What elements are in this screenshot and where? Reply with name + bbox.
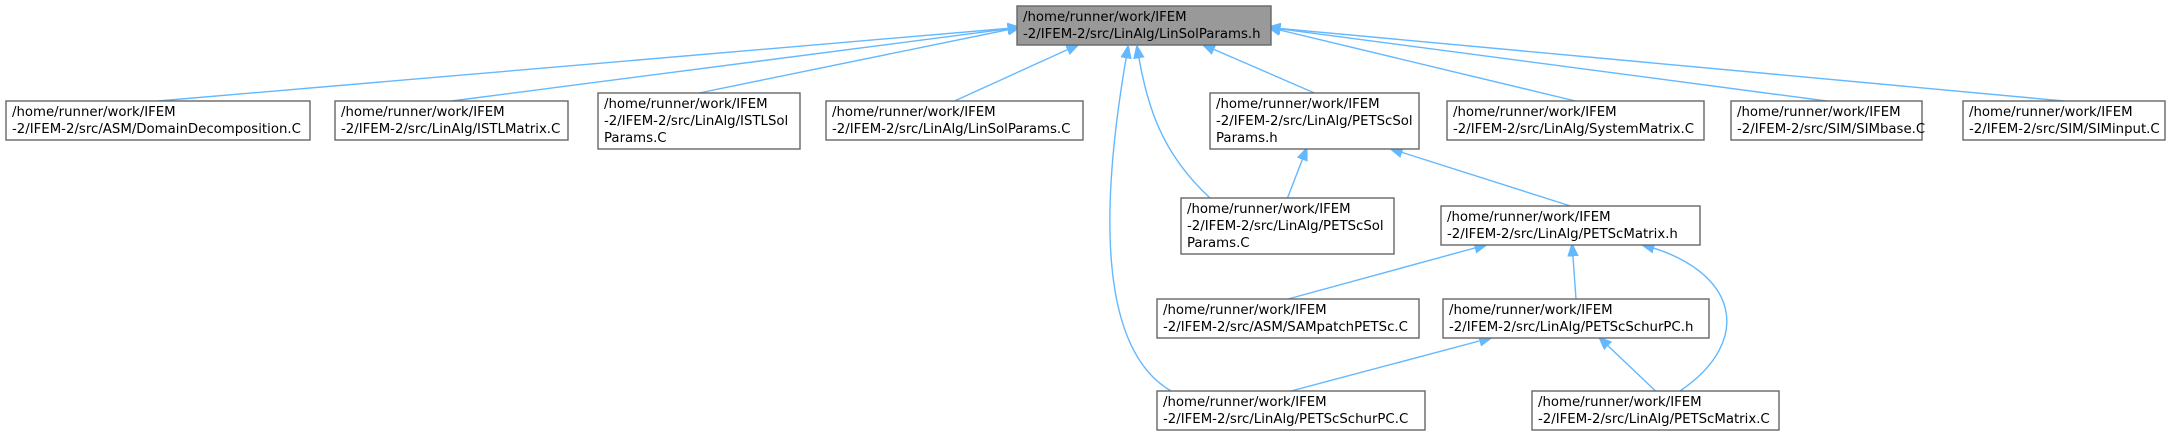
edges-layer [157, 27, 2065, 392]
node-label-line: -2/IFEM-2/src/LinAlg/PETScSchurPC.h [1449, 320, 1693, 335]
edge-petscschurpc_h-to-petscmatrix_h [1572, 245, 1576, 300]
node-box [1156, 298, 1420, 339]
edge-petscsolparams_h-to-root [1204, 45, 1315, 94]
node-label-line: /home/runner/work/IFEM [12, 105, 176, 120]
node-label-line: /home/runner/work/IFEM [1737, 105, 1901, 120]
node-linsolparams_c[interactable]: /home/runner/work/IFEM -2/IFEM-2/src/LinA… [825, 100, 1084, 141]
node-label-line: Params.C [604, 131, 667, 146]
node-petscschurpc_c[interactable]: /home/runner/work/IFEM -2/IFEM-2/src/LinA… [1156, 390, 1426, 431]
edge-istlmatrix-to-root [451, 27, 1020, 102]
node-label-line: -2/IFEM-2/src/LinAlg/LinSolParams.C [832, 122, 1070, 137]
node-label-line: -2/IFEM-2/src/LinAlg/ISTLMatrix.C [341, 122, 560, 137]
node-box [1531, 390, 1780, 431]
node-domaindecomp[interactable]: /home/runner/work/IFEM -2/IFEM-2/src/ASM/… [5, 100, 311, 141]
node-box [1440, 205, 1701, 246]
node-petscsolparams_c[interactable]: /home/runner/work/IFEM -2/IFEM-2/src/LinA… [1180, 197, 1395, 255]
node-label-line: /home/runner/work/IFEM [1023, 10, 1187, 25]
node-box [1180, 197, 1395, 255]
edge-petscschurpc_c-to-root [1109, 47, 1172, 392]
node-label-line: -2/IFEM-2/src/SIM/SIMinput.C [1969, 122, 2160, 137]
node-label-line: Params.h [1216, 131, 1278, 146]
node-petscsolparams_h[interactable]: /home/runner/work/IFEM -2/IFEM-2/src/LinA… [1209, 92, 1420, 150]
node-label-line: -2/IFEM-2/src/LinAlg/LinSolParams.h [1023, 27, 1261, 42]
node-box [1209, 92, 1420, 150]
node-label-line: -2/IFEM-2/src/LinAlg/SystemMatrix.C [1453, 122, 1694, 137]
node-box [1962, 100, 2166, 141]
edge-simbase-to-root [1269, 27, 1827, 102]
node-label-line: -2/IFEM-2/src/LinAlg/PETScMatrix.C [1538, 412, 1770, 427]
edge-petscsolparams_c-to-petscsolparams_h [1286, 149, 1307, 199]
node-label-line: /home/runner/work/IFEM [341, 105, 505, 120]
node-box [1016, 5, 1272, 46]
node-siminput[interactable]: /home/runner/work/IFEM -2/IFEM-2/src/SIM/… [1962, 100, 2166, 141]
node-sampatchpetsc[interactable]: /home/runner/work/IFEM -2/IFEM-2/src/ASM/… [1156, 298, 1420, 339]
edge-siminput-to-root [1269, 27, 2065, 102]
node-label-line: -2/IFEM-2/src/LinAlg/PETScSchurPC.C [1163, 412, 1408, 427]
edge-sampatchpetsc-to-petscmatrix_h [1287, 245, 1486, 300]
node-label-line: -2/IFEM-2/src/LinAlg/PETScSol [1216, 114, 1413, 129]
node-box [1446, 100, 1705, 141]
node-simbase[interactable]: /home/runner/work/IFEM -2/IFEM-2/src/SIM/… [1730, 100, 1925, 141]
nodes-layer: /home/runner/work/IFEM -2/IFEM-2/src/LinA… [5, 5, 2166, 431]
node-label-line: /home/runner/work/IFEM [1216, 97, 1380, 112]
node-root[interactable]: /home/runner/work/IFEM -2/IFEM-2/src/LinA… [1016, 5, 1272, 46]
node-petscschurpc_h[interactable]: /home/runner/work/IFEM -2/IFEM-2/src/LinA… [1442, 298, 1710, 339]
node-label-line: /home/runner/work/IFEM [1163, 395, 1327, 410]
node-label-line: -2/IFEM-2/src/LinAlg/ISTLSol [604, 114, 788, 129]
node-label-line: -2/IFEM-2/src/ASM/DomainDecomposition.C [12, 122, 301, 137]
edge-linsolparams_c-to-root [954, 45, 1078, 102]
node-label-line: /home/runner/work/IFEM [1538, 395, 1702, 410]
node-box [334, 100, 569, 141]
node-box [1156, 390, 1426, 431]
node-box [597, 92, 801, 150]
edge-domaindecomp-to-root [157, 27, 1019, 102]
node-systemmatrix[interactable]: /home/runner/work/IFEM -2/IFEM-2/src/LinA… [1446, 100, 1705, 141]
edge-petscmatrix_c-to-petscmatrix_h [1643, 245, 1728, 392]
edge-petscmatrix_c-to-petscschurpc_h [1600, 338, 1656, 392]
node-istlmatrix[interactable]: /home/runner/work/IFEM -2/IFEM-2/src/LinA… [334, 100, 569, 141]
node-box [1442, 298, 1710, 339]
node-label-line: /home/runner/work/IFEM [1453, 105, 1617, 120]
edge-petscmatrix_h-to-petscsolparams_h [1391, 149, 1571, 207]
node-label-line: -2/IFEM-2/src/LinAlg/PETScSol [1187, 219, 1384, 234]
node-box [1730, 100, 1923, 141]
node-label-line: /home/runner/work/IFEM [604, 97, 768, 112]
node-label-line: -2/IFEM-2/src/ASM/SAMpatchPETSc.C [1163, 320, 1408, 335]
edge-systemmatrix-to-root [1269, 27, 1576, 102]
node-label-line: /home/runner/work/IFEM [1187, 202, 1351, 217]
node-box [825, 100, 1084, 141]
node-label-line: -2/IFEM-2/src/SIM/SIMbase.C [1737, 122, 1925, 137]
node-label-line: /home/runner/work/IFEM [1163, 303, 1327, 318]
edge-istlsolparams-to-root [698, 27, 1019, 94]
node-label-line: -2/IFEM-2/src/LinAlg/PETScMatrix.h [1447, 227, 1678, 242]
node-box [5, 100, 311, 141]
node-label-line: /home/runner/work/IFEM [1449, 303, 1613, 318]
node-label-line: Params.C [1187, 236, 1250, 251]
node-istlsolparams[interactable]: /home/runner/work/IFEM -2/IFEM-2/src/LinA… [597, 92, 801, 150]
node-label-line: /home/runner/work/IFEM [1969, 105, 2133, 120]
node-label-line: /home/runner/work/IFEM [1447, 210, 1611, 225]
node-petscmatrix_h[interactable]: /home/runner/work/IFEM -2/IFEM-2/src/LinA… [1440, 205, 1701, 246]
node-petscmatrix_c[interactable]: /home/runner/work/IFEM -2/IFEM-2/src/LinA… [1531, 390, 1780, 431]
edge-petscschurpc_c-to-petscschurpc_h [1290, 338, 1491, 392]
edge-petscsolparams_c-to-root [1137, 47, 1211, 199]
node-label-line: /home/runner/work/IFEM [832, 105, 996, 120]
